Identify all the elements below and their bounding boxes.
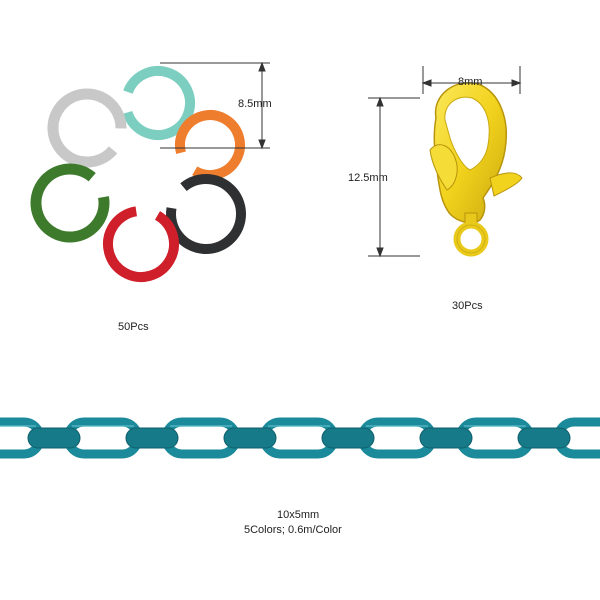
ring-diameter-label: 8.5mm	[238, 98, 272, 110]
chain-size-label: 10x5mm	[277, 509, 320, 521]
jump-ring-gray	[47, 88, 127, 168]
cable-chain	[0, 417, 600, 459]
ring-dimension-line	[160, 61, 270, 150]
jump-ring-green	[30, 163, 110, 243]
clasp-length-label: 12.5mm	[348, 172, 388, 184]
clasp-width-label: 8mm	[458, 76, 483, 88]
cable-chain-side-links	[27, 427, 571, 449]
jump-ring-black	[166, 174, 246, 254]
lobster-clasp	[429, 82, 523, 257]
jump-ring-orange	[175, 110, 246, 180]
jump-ring-red	[103, 206, 179, 282]
rings-quantity-label: 50Pcs	[118, 321, 149, 333]
clasp-width-dimension	[421, 66, 522, 94]
clasp-length-dimension	[368, 96, 420, 258]
chain-details-label: 5Colors; 0.6m/Color	[244, 524, 342, 536]
jump-rings-group	[30, 66, 246, 282]
clasp-quantity-label: 30Pcs	[452, 300, 483, 312]
